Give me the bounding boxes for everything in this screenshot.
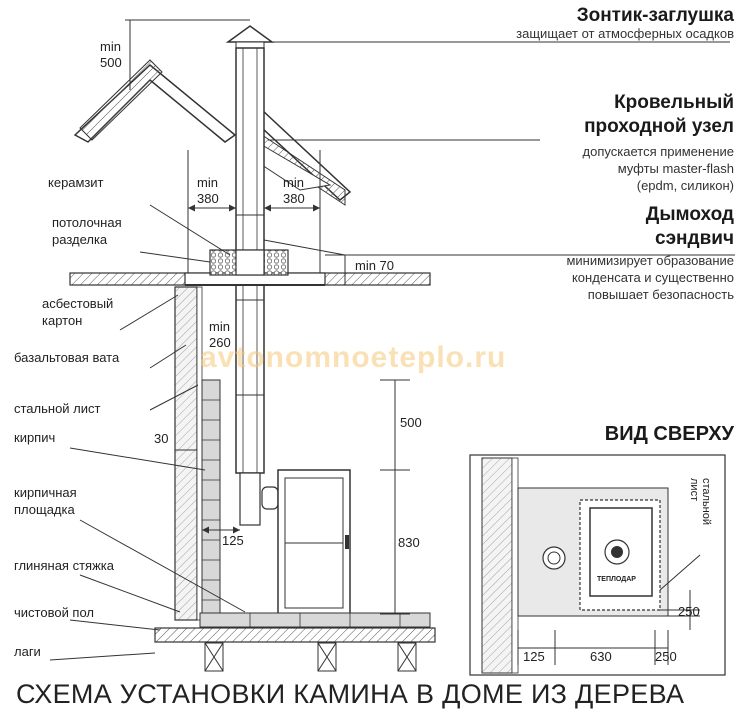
label-asbestos-line-1: асбестовый bbox=[42, 296, 114, 311]
stove-brand: ТЕПЛОДАР bbox=[597, 576, 636, 583]
roof-node-heading-line-2: проходной узел bbox=[584, 116, 734, 137]
stove bbox=[277, 469, 351, 615]
dim-380-left: 380 bbox=[197, 191, 219, 206]
label-floor: чистовой пол bbox=[14, 605, 95, 620]
chimney-cap bbox=[225, 25, 275, 49]
dimension-lines bbox=[125, 19, 410, 615]
label-clay: глиняная стяжка bbox=[14, 558, 114, 573]
dim-250-side: 250 bbox=[678, 604, 700, 619]
label-joists: лаги bbox=[14, 644, 41, 659]
chimney-description-line-3: повышает безопасность bbox=[587, 287, 734, 302]
chimney-description-line-1: минимизирует образование bbox=[566, 253, 734, 268]
roof-left bbox=[73, 59, 237, 143]
ceiling-cutout bbox=[69, 249, 431, 286]
label-steel-top-line-1: стальной bbox=[700, 478, 712, 526]
leader-lines bbox=[49, 41, 735, 661]
roof-node-heading-line-1: Кровельный bbox=[614, 92, 734, 113]
chimney-heading-line-2: сэндвич bbox=[655, 228, 734, 249]
cap-description: защищает от атмосферных осадков bbox=[516, 26, 734, 41]
chimney-description-line-2: конденсата и существенно bbox=[571, 270, 734, 285]
dim-min-right: min bbox=[283, 175, 304, 190]
dim-125-bottom: 125 bbox=[523, 649, 545, 664]
dim-830: 830 bbox=[398, 535, 420, 550]
label-brick: кирпич bbox=[14, 430, 56, 445]
label-keramzit: керамзит bbox=[48, 175, 104, 190]
dim-min-70: min 70 bbox=[355, 258, 395, 273]
dim-250-bottom: 250 bbox=[655, 649, 677, 664]
roof-node-description-line-2: муфты master-flash bbox=[617, 161, 734, 176]
watermark: avtonomnoeteplo.ru bbox=[200, 341, 507, 374]
diagram-title: СХЕМА УСТАНОВКИ КАМИНА В ДОМЕ ИЗ ДЕРЕВА bbox=[16, 679, 685, 709]
roof-node-description-line-3: (epdm, силикон) bbox=[636, 178, 734, 193]
label-steel-top-line-2: лист bbox=[688, 478, 700, 502]
roof-node-description-line-1: допускается применение bbox=[582, 144, 734, 159]
chimney-heading-line-1: Дымоход bbox=[645, 204, 734, 225]
label-basalt: базальтовая вата bbox=[14, 350, 120, 365]
dim-500-side: 500 bbox=[400, 415, 422, 430]
floor-assembly bbox=[154, 612, 436, 672]
dim-630: 630 bbox=[590, 649, 612, 664]
dim-380-right: 380 bbox=[283, 191, 305, 206]
label-steel: стальной лист bbox=[14, 401, 101, 416]
label-pad-line-1: кирпичная bbox=[14, 485, 77, 500]
dim-30: 30 bbox=[154, 431, 169, 446]
top-view-heading: ВИД СВЕРХУ bbox=[604, 423, 734, 445]
label-pad-line-2: площадка bbox=[14, 502, 75, 517]
label-asbestos-line-2: картон bbox=[42, 313, 83, 328]
label-ceiling-line-2: разделка bbox=[52, 232, 108, 247]
dim-260: 260 bbox=[209, 335, 231, 350]
dim-125: 125 bbox=[222, 533, 244, 548]
wall bbox=[174, 286, 221, 621]
dim-min-260: min bbox=[209, 319, 230, 334]
top-view bbox=[469, 454, 726, 676]
dim-500-top: 500 bbox=[100, 55, 122, 70]
label-ceiling-line-1: потолочная bbox=[52, 215, 122, 230]
roof-right bbox=[261, 108, 352, 206]
cap-heading: Зонтик-заглушка bbox=[576, 5, 734, 26]
dim-min-left: min bbox=[197, 175, 218, 190]
dim-min-top: min bbox=[100, 39, 121, 54]
